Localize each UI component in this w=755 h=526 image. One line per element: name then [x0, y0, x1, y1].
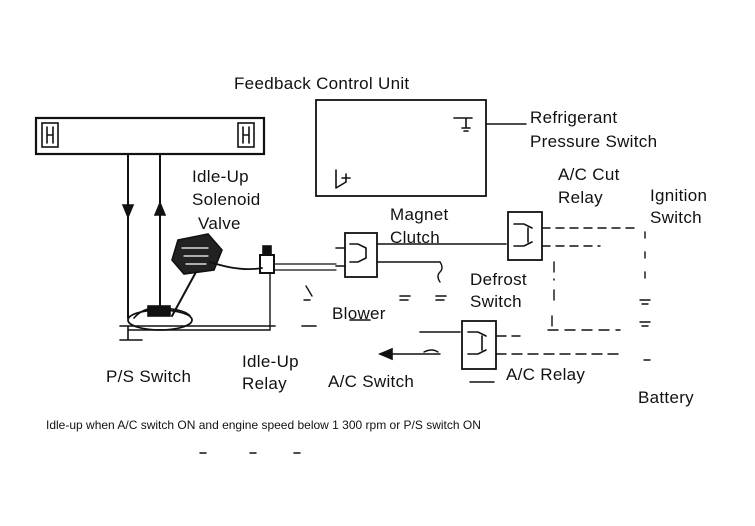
label-blower: Blower	[332, 304, 386, 323]
label-idle-up-relay-1: Idle-Up	[242, 352, 299, 371]
label-ac-relay: A/C Relay	[506, 365, 586, 384]
label-ignition-switch: Switch	[650, 208, 702, 227]
label-battery: Battery	[638, 388, 694, 407]
idle-up-relay	[127, 245, 337, 331]
ac-relay	[461, 320, 621, 383]
label-clutch: Clutch	[390, 228, 440, 247]
label-idle-up: Idle-Up	[192, 167, 249, 186]
magnet-clutch-relay	[335, 232, 507, 283]
label-magnet: Magnet	[390, 205, 449, 224]
label-ac-cut: A/C Cut	[558, 165, 620, 184]
label-pressure-switch: Pressure Switch	[530, 132, 658, 151]
ac-cut-relay	[507, 211, 641, 261]
power-steering-pipe	[34, 116, 266, 319]
ignition-battery-column	[639, 231, 651, 361]
label-ac-switch: A/C Switch	[328, 372, 415, 391]
label-ac-cut-relay: Relay	[558, 188, 603, 207]
ps-switch	[119, 305, 276, 341]
label-ignition: Ignition	[650, 186, 708, 205]
feedback-control-unit	[315, 99, 487, 197]
defrost-switch	[547, 261, 621, 331]
label-valve: Valve	[198, 214, 241, 233]
idle-up-solenoid-valve	[171, 233, 263, 317]
ac-switch-line	[377, 347, 441, 361]
caption: Idle-up when A/C switch ON and engine sp…	[46, 418, 481, 432]
blower-grounds	[301, 285, 461, 333]
label-defrost: Defrost	[470, 270, 527, 289]
label-solenoid: Solenoid	[192, 190, 261, 209]
label-ps-switch: P/S Switch	[106, 367, 192, 386]
label-defrost-switch: Switch	[470, 292, 522, 311]
label-refrigerant: Refrigerant	[530, 108, 618, 127]
label-idle-up-relay-2: Relay	[242, 374, 287, 393]
label-feedback-control-unit: Feedback Control Unit	[234, 74, 410, 93]
